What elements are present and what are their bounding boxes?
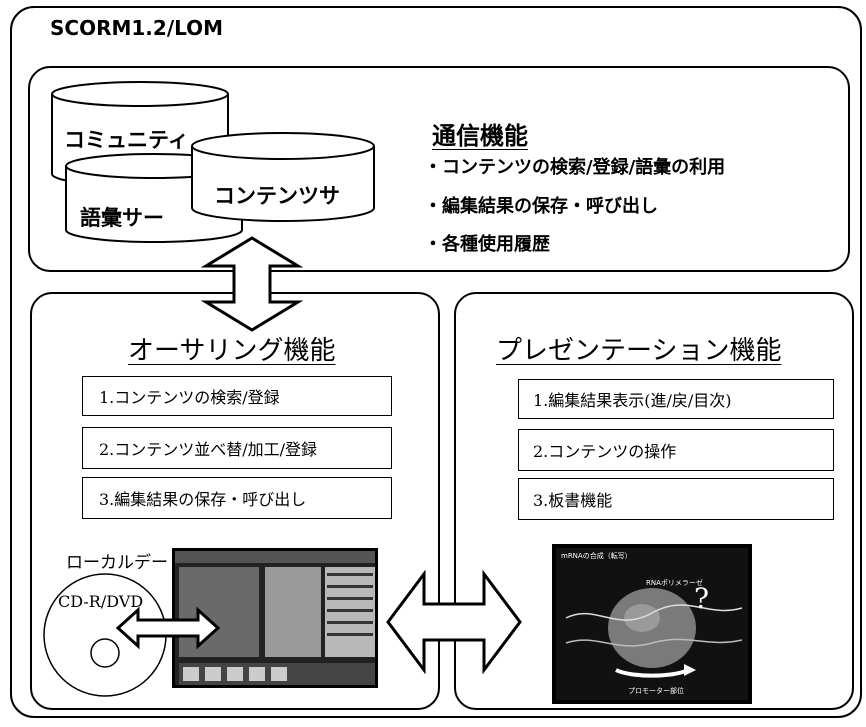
authoring-item-3-label: 3.編集結果の保存・呼び出し [99,490,307,509]
authoring-presentation-double-arrow [386,570,522,674]
presentation-slide-screenshot: mRNAの合成（転写） ? RNAポリメラーゼ プロモーター部位 [552,544,752,704]
database-servers [51,81,375,243]
slide-title: mRNAの合成（転写） [561,552,632,560]
presentation-item-1-label: 1.編集結果表示(進/戻/目次) [533,391,732,410]
cd-dvd-disc-icon [43,573,167,697]
slide-label-polymerase: RNAポリメラーゼ [646,579,703,587]
contents-server-label: コンテンツサ [214,184,340,208]
communication-title: 通信機能 [432,122,528,150]
authoring-title: オーサリング機能 [128,336,336,366]
presentation-item-2: 2.コンテンツの操作 [518,429,834,471]
scorm-label: SCORM1.2/LOM [50,16,224,40]
vocabulary-server-label: 語彙サー [80,206,164,230]
authoring-item-3: 3.編集結果の保存・呼び出し [82,477,392,519]
presentation-item-3-label: 3.板書機能 [533,491,613,510]
communication-item-3: ・各種使用履歴 [424,234,550,255]
communication-item-1: ・コンテンツの検索/登録/語彙の利用 [424,157,726,178]
presentation-item-3: 3.板書機能 [518,478,834,520]
authoring-item-2: 2.コンテンツ並べ替/加工/登録 [82,427,392,469]
svg-text:?: ? [694,582,709,615]
local-data-label: ローカルデー [66,548,170,573]
contents-server-cylinder [191,132,375,222]
presentation-item-1: 1.編集結果表示(進/戻/目次) [518,379,834,419]
communication-item-2: ・編集結果の保存・呼び出し [424,196,658,217]
authoring-item-1: 1.コンテンツの検索/登録 [82,376,392,416]
presentation-title: プレゼンテーション機能 [496,336,782,366]
cd-dvd-label: CD-R/DVD [58,592,144,611]
authoring-item-1-label: 1.コンテンツの検索/登録 [99,388,280,407]
community-server-label: コミュニティ [64,128,189,152]
authoring-item-2-label: 2.コンテンツ並べ替/加工/登録 [99,440,318,459]
slide-label-promoter: プロモーター部位 [628,687,684,695]
server-authoring-double-arrow [200,236,304,332]
disc-software-double-arrow [116,606,220,650]
presentation-item-2-label: 2.コンテンツの操作 [533,442,677,461]
